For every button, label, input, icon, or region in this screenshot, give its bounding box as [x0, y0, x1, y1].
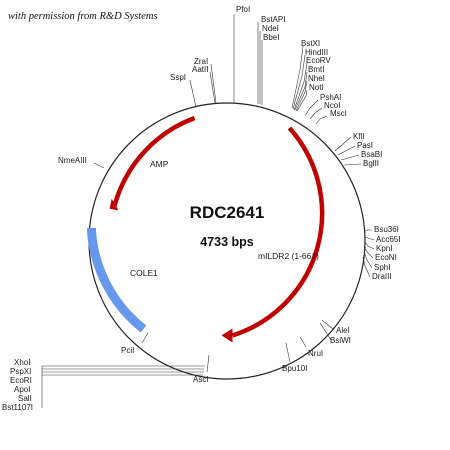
site-sali-label: SalI [18, 394, 32, 403]
site-nrui-leader [299, 336, 307, 348]
site-ecori-label: EcoRI [10, 376, 32, 385]
site-ecorv-label: EcoRV [306, 56, 331, 65]
site-pcil-leader [141, 332, 149, 344]
site-bglii-leader [343, 163, 362, 166]
feature-cole1-arc [86, 227, 147, 333]
feature-amp-arc [112, 115, 196, 207]
site-bsu36i-leader [364, 229, 372, 232]
feature-mildr2-arrowhead [221, 328, 233, 343]
site-econi-label: EcoNI [375, 253, 397, 262]
site-sspi-label: SspI [170, 73, 186, 82]
feature-mildr2-arc [231, 126, 325, 338]
site-pshai-leader [304, 99, 319, 117]
feature-amp-arrowhead [109, 198, 119, 211]
site-bpu10i-leader [285, 342, 291, 363]
site-asci-label: AscI [193, 375, 209, 384]
site-aatii-leader [209, 71, 216, 104]
feature-mildr2-label: mILDR2 (1-661) [258, 251, 319, 261]
site-nmeaiii-label: NmeAIII [58, 156, 87, 165]
site-sphi-leader [363, 251, 373, 269]
site-pspxi-label: PspXI [10, 367, 31, 376]
site-bsabi-leader [340, 154, 360, 161]
site-draiii-leader [362, 256, 371, 278]
site-ncoi-leader [309, 107, 323, 120]
site-xhoi-label: XhoI [14, 358, 30, 367]
site-zrai-label: ZraI [194, 57, 208, 66]
site-alei-label: AleI [336, 326, 350, 335]
site-ndei-label: NdeI [262, 24, 279, 33]
site-acc65i-leader [364, 236, 375, 241]
site-bsu36i-label: Bsu36I [374, 225, 399, 234]
feature-amp-label: AMP [150, 159, 169, 169]
site-kpni-leader [364, 241, 375, 250]
site-sspi-leader [189, 79, 197, 108]
site-pshai-label: PshAI [320, 93, 341, 102]
site-bbei-label: BbeI [263, 33, 279, 42]
site-apoi-label: ApoI [14, 385, 30, 394]
site-sphi-label: SphI [374, 263, 390, 272]
site-nhei-label: NheI [308, 74, 325, 83]
site-bglii-label: BglII [363, 159, 379, 168]
site-bsabi-label: BsaBI [361, 150, 382, 159]
permission-credit: with permission from R&D Systems [8, 11, 158, 22]
feature-cole1-label: COLE1 [130, 268, 158, 278]
site-noti-label: NotI [309, 83, 324, 92]
site-zrai-leader [210, 63, 217, 104]
site-kfli-label: KflI [353, 132, 365, 141]
site-pasi-label: PasI [357, 141, 373, 150]
plasmid-name: RDC2641 [190, 203, 265, 222]
site-bstapi-label: BstAPI [261, 15, 285, 24]
site-noti-leader [296, 89, 308, 112]
plasmid-size: 4733 bps [200, 235, 254, 249]
site-hindiii-label: HindIII [305, 48, 328, 57]
site-ncoi-label: NcoI [324, 101, 340, 110]
site-bstxi-leader [291, 45, 304, 109]
site-draiii-label: DraIII [372, 272, 392, 281]
site-econi-leader [363, 246, 374, 259]
site-nmeaiii-leader [93, 162, 105, 169]
site-bmti-leader [294, 71, 308, 111]
site-nhei-leader [295, 80, 308, 112]
site-bstxi-label: BstXI [301, 39, 320, 48]
site-ecorv-leader [293, 62, 308, 111]
site-nrui-label: NruI [308, 349, 323, 358]
site-aatii-label: AatII [192, 65, 208, 74]
site-bst1107i-label: Bst1107I [2, 403, 33, 412]
site-msci-label: MscI [330, 109, 347, 118]
site-kpni-label: KpnI [376, 244, 392, 253]
site-alei-leader [321, 319, 335, 331]
site-kfli-leader [334, 136, 352, 152]
site-msci-leader [315, 115, 328, 125]
site-asci-leader [206, 354, 210, 373]
site-bsiwi-label: BsiWI [330, 336, 351, 345]
site-pfoi-label: PfoI [236, 5, 250, 14]
site-bmti-label: BmtI [308, 65, 324, 74]
site-bsiwi-leader [319, 322, 332, 341]
site-acc65i-label: Acc65I [376, 235, 400, 244]
site-bpu10i-label: Bpu10I [282, 364, 307, 373]
site-pasi-leader [337, 145, 356, 156]
site-hindiii-leader [292, 54, 306, 110]
site-pcil-label: PciI [121, 346, 134, 355]
